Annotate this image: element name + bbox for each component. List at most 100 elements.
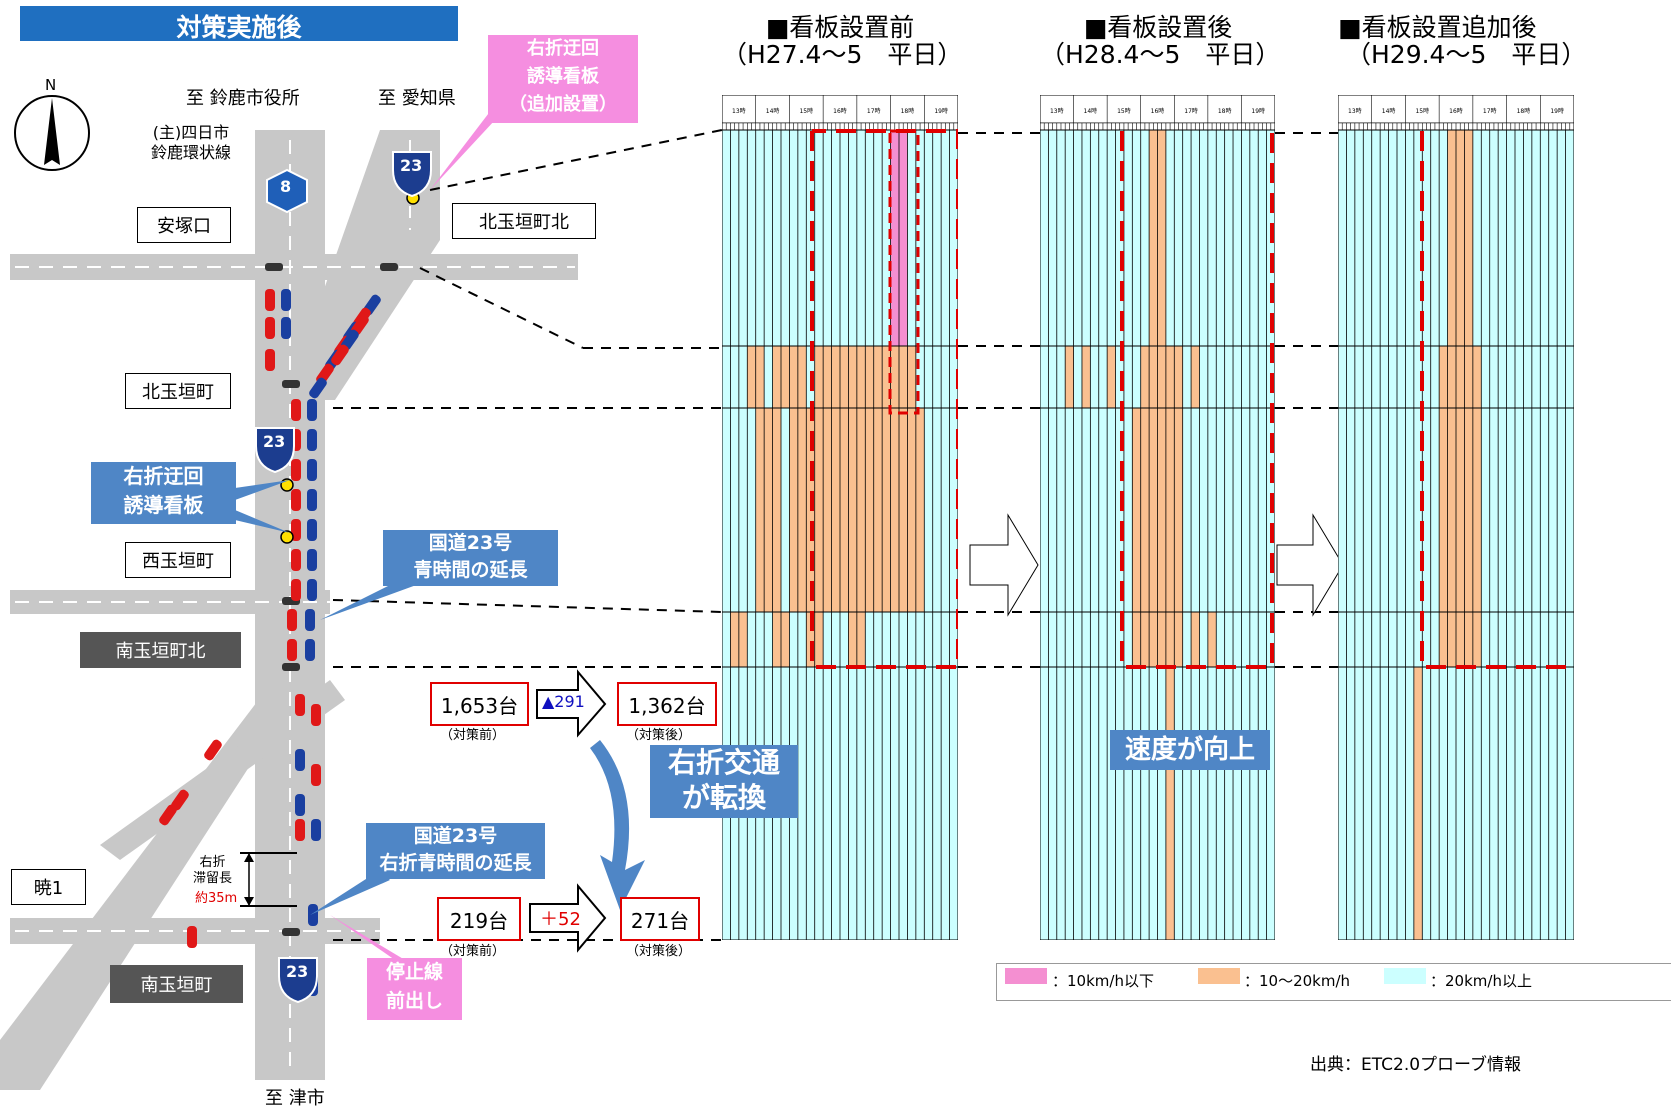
- route23-shield-bottom: [278, 957, 318, 1004]
- panel2-title-text: ■看板設置後: [1083, 13, 1233, 42]
- through-count-before: 1,653台: [430, 682, 529, 726]
- heatmap-cell-mid: [1464, 612, 1473, 667]
- heatmap-cell-mid: [848, 408, 857, 612]
- through-after-caption: （対策後）: [626, 728, 692, 743]
- time-label: 15時: [1117, 107, 1131, 115]
- panel3-period: （H29.4～5 平日）: [1346, 40, 1587, 69]
- time-label: 19時: [1251, 107, 1265, 115]
- legend-slow: ：10km/h以下: [1052, 972, 1154, 990]
- time-label: 15時: [1415, 107, 1429, 115]
- heatmap-cell-mid: [840, 408, 849, 612]
- callout-tail: [310, 870, 390, 915]
- car: [307, 459, 317, 481]
- car: [291, 549, 301, 571]
- count-arrow: [529, 883, 607, 953]
- heatmap-cell-mid: [1464, 346, 1473, 408]
- heatmap-cell-mid: [781, 346, 790, 408]
- right-turn-count-before: 219台: [437, 897, 521, 941]
- queue-length-bracket: [240, 852, 297, 907]
- heatmap-cell-mid: [1174, 346, 1183, 408]
- car: [171, 789, 189, 811]
- heatmap-cell-mid: [1165, 667, 1175, 940]
- heatmap-cell-mid: [890, 408, 899, 612]
- time-label: 17時: [1483, 107, 1497, 115]
- heatmap-cell-mid: [1191, 346, 1200, 408]
- heatmap-cell-mid: [1081, 346, 1091, 408]
- heatmap-cell-mid: [1456, 612, 1465, 667]
- car: [331, 344, 349, 366]
- heatmap-cell-mid: [730, 612, 739, 667]
- heatmap-cell-mid: [814, 408, 824, 612]
- car: [311, 704, 321, 726]
- heatmap-cell-mid: [1157, 130, 1166, 346]
- legend-swatch-slow: [1005, 968, 1047, 984]
- callout-sign: 右折迂回 誘導看板: [91, 462, 236, 524]
- through-count-diff: ▲291: [542, 692, 585, 711]
- car: [291, 579, 301, 601]
- car: [351, 314, 369, 336]
- panel3-title-text: ■看板設置追加後: [1338, 13, 1537, 42]
- car: [307, 519, 317, 541]
- panel1-title-text: ■看板設置前: [765, 13, 915, 42]
- panel2-period: （H28.4～5 平日）: [1040, 40, 1281, 69]
- heatmap-cell-mid: [781, 612, 790, 667]
- car: [307, 489, 317, 511]
- car: [307, 549, 317, 571]
- heatmap-cell-mid: [755, 408, 765, 612]
- callout-right-turn-shift: 右折交通 が転換: [650, 745, 798, 818]
- car: [295, 749, 305, 771]
- callout-tail: [430, 105, 495, 190]
- car: [295, 794, 305, 816]
- heatmap-cell-mid: [1191, 612, 1200, 667]
- heatmap-cell-mid: [899, 408, 908, 612]
- heatmap-cell-mid: [1140, 612, 1150, 667]
- header-bar: [20, 6, 458, 41]
- callout-tail: [330, 915, 405, 960]
- callout-green-extension: 国道23号 青時間の延長: [383, 530, 558, 586]
- heatmap-cell-mid: [882, 408, 891, 612]
- heatmap-cell-mid: [848, 612, 857, 667]
- car: [204, 739, 222, 761]
- panel-arrow: [969, 513, 1039, 617]
- time-label: 16時: [1449, 107, 1463, 115]
- heatmap-cell-mid: [738, 612, 748, 667]
- heatmap-cell-mid: [873, 346, 883, 408]
- heatmap-cell-mid: [823, 408, 832, 612]
- heatmap-cell-mid: [1472, 612, 1482, 667]
- sign-marker: [280, 530, 294, 544]
- panel1-title: ■看板設置前 （H27.4～5 平日）: [722, 13, 963, 69]
- car: [307, 579, 317, 601]
- heatmap-cell-mid: [1140, 346, 1150, 408]
- car: [305, 609, 315, 631]
- heatmap-cell-mid: [1439, 612, 1448, 667]
- heatmap-cell-mid: [814, 612, 824, 667]
- red-frame: [1120, 131, 1274, 669]
- heatmap-cell-mid: [789, 408, 798, 612]
- panel1-period: （H27.4～5 平日）: [722, 40, 963, 69]
- heatmap-cell-mid: [907, 346, 916, 408]
- heatmap-cell-mid: [764, 408, 773, 612]
- time-label: 18時: [901, 107, 915, 115]
- heatmap-cell-mid: [1165, 408, 1175, 612]
- heatmap-cell-mid: [1165, 612, 1175, 667]
- callout-speed-up: 速度が向上: [1110, 730, 1270, 770]
- diagonal-road-mid: [100, 680, 345, 860]
- heatmap-cell-mid: [890, 346, 899, 408]
- heatmap-cell-mid: [1447, 346, 1456, 408]
- through-before-caption: （対策前）: [440, 728, 506, 743]
- car: [159, 804, 177, 826]
- heatmap-cell-mid: [1464, 408, 1473, 612]
- panel3-title: ■看板設置追加後 （H29.4～5 平日）: [1338, 14, 1671, 68]
- direction-tsu: 至 津市: [265, 1088, 325, 1109]
- time-label: 14時: [766, 107, 780, 115]
- heatmap-cell-mid: [747, 346, 756, 408]
- time-label: 18時: [1517, 107, 1531, 115]
- heatmap-cell-mid: [1165, 346, 1175, 408]
- panel2-title: ■看板設置後 （H28.4～5 平日）: [1040, 13, 1281, 69]
- heatmap-cell-mid: [1207, 612, 1217, 667]
- heatmap-cell-mid: [1174, 408, 1183, 612]
